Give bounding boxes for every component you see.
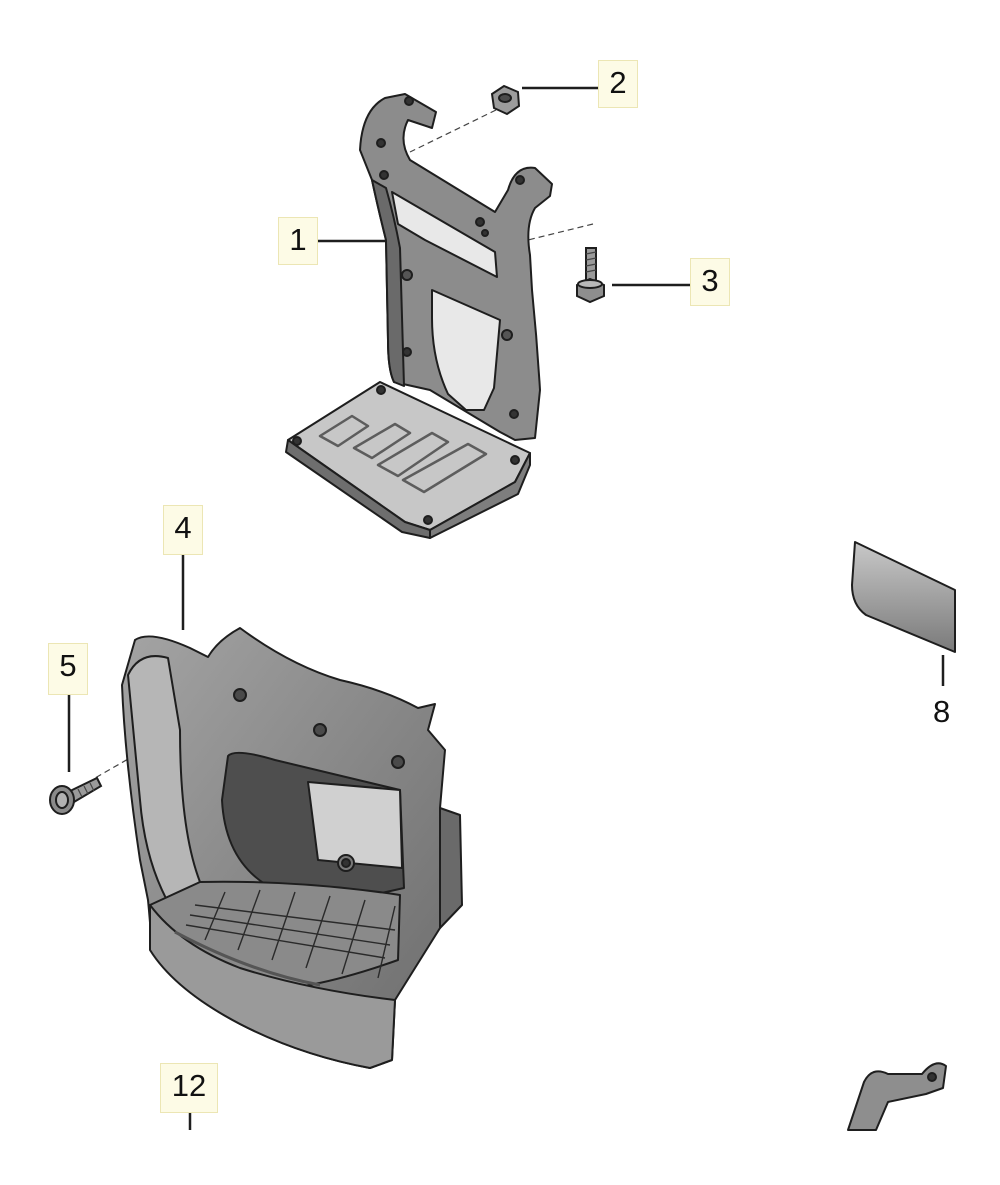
- leader-lines: [67, 86, 945, 1130]
- part-8-panel: [851, 541, 956, 653]
- callout-2: 2: [598, 60, 638, 108]
- callout-8: 8: [933, 694, 951, 729]
- part-2-nut: [490, 84, 521, 116]
- callout-3: 3: [690, 258, 730, 306]
- part-1-bracket: [285, 93, 553, 539]
- part-5-screw: [49, 776, 103, 815]
- callout-5: 5: [48, 643, 88, 695]
- callout-12: 12: [160, 1063, 218, 1113]
- part-4-housing: [121, 627, 463, 1069]
- callout-4: 4: [163, 505, 203, 555]
- part-3-bolt: [576, 247, 605, 304]
- part-12-clamp: [847, 1062, 947, 1131]
- callout-1: 1: [278, 217, 318, 265]
